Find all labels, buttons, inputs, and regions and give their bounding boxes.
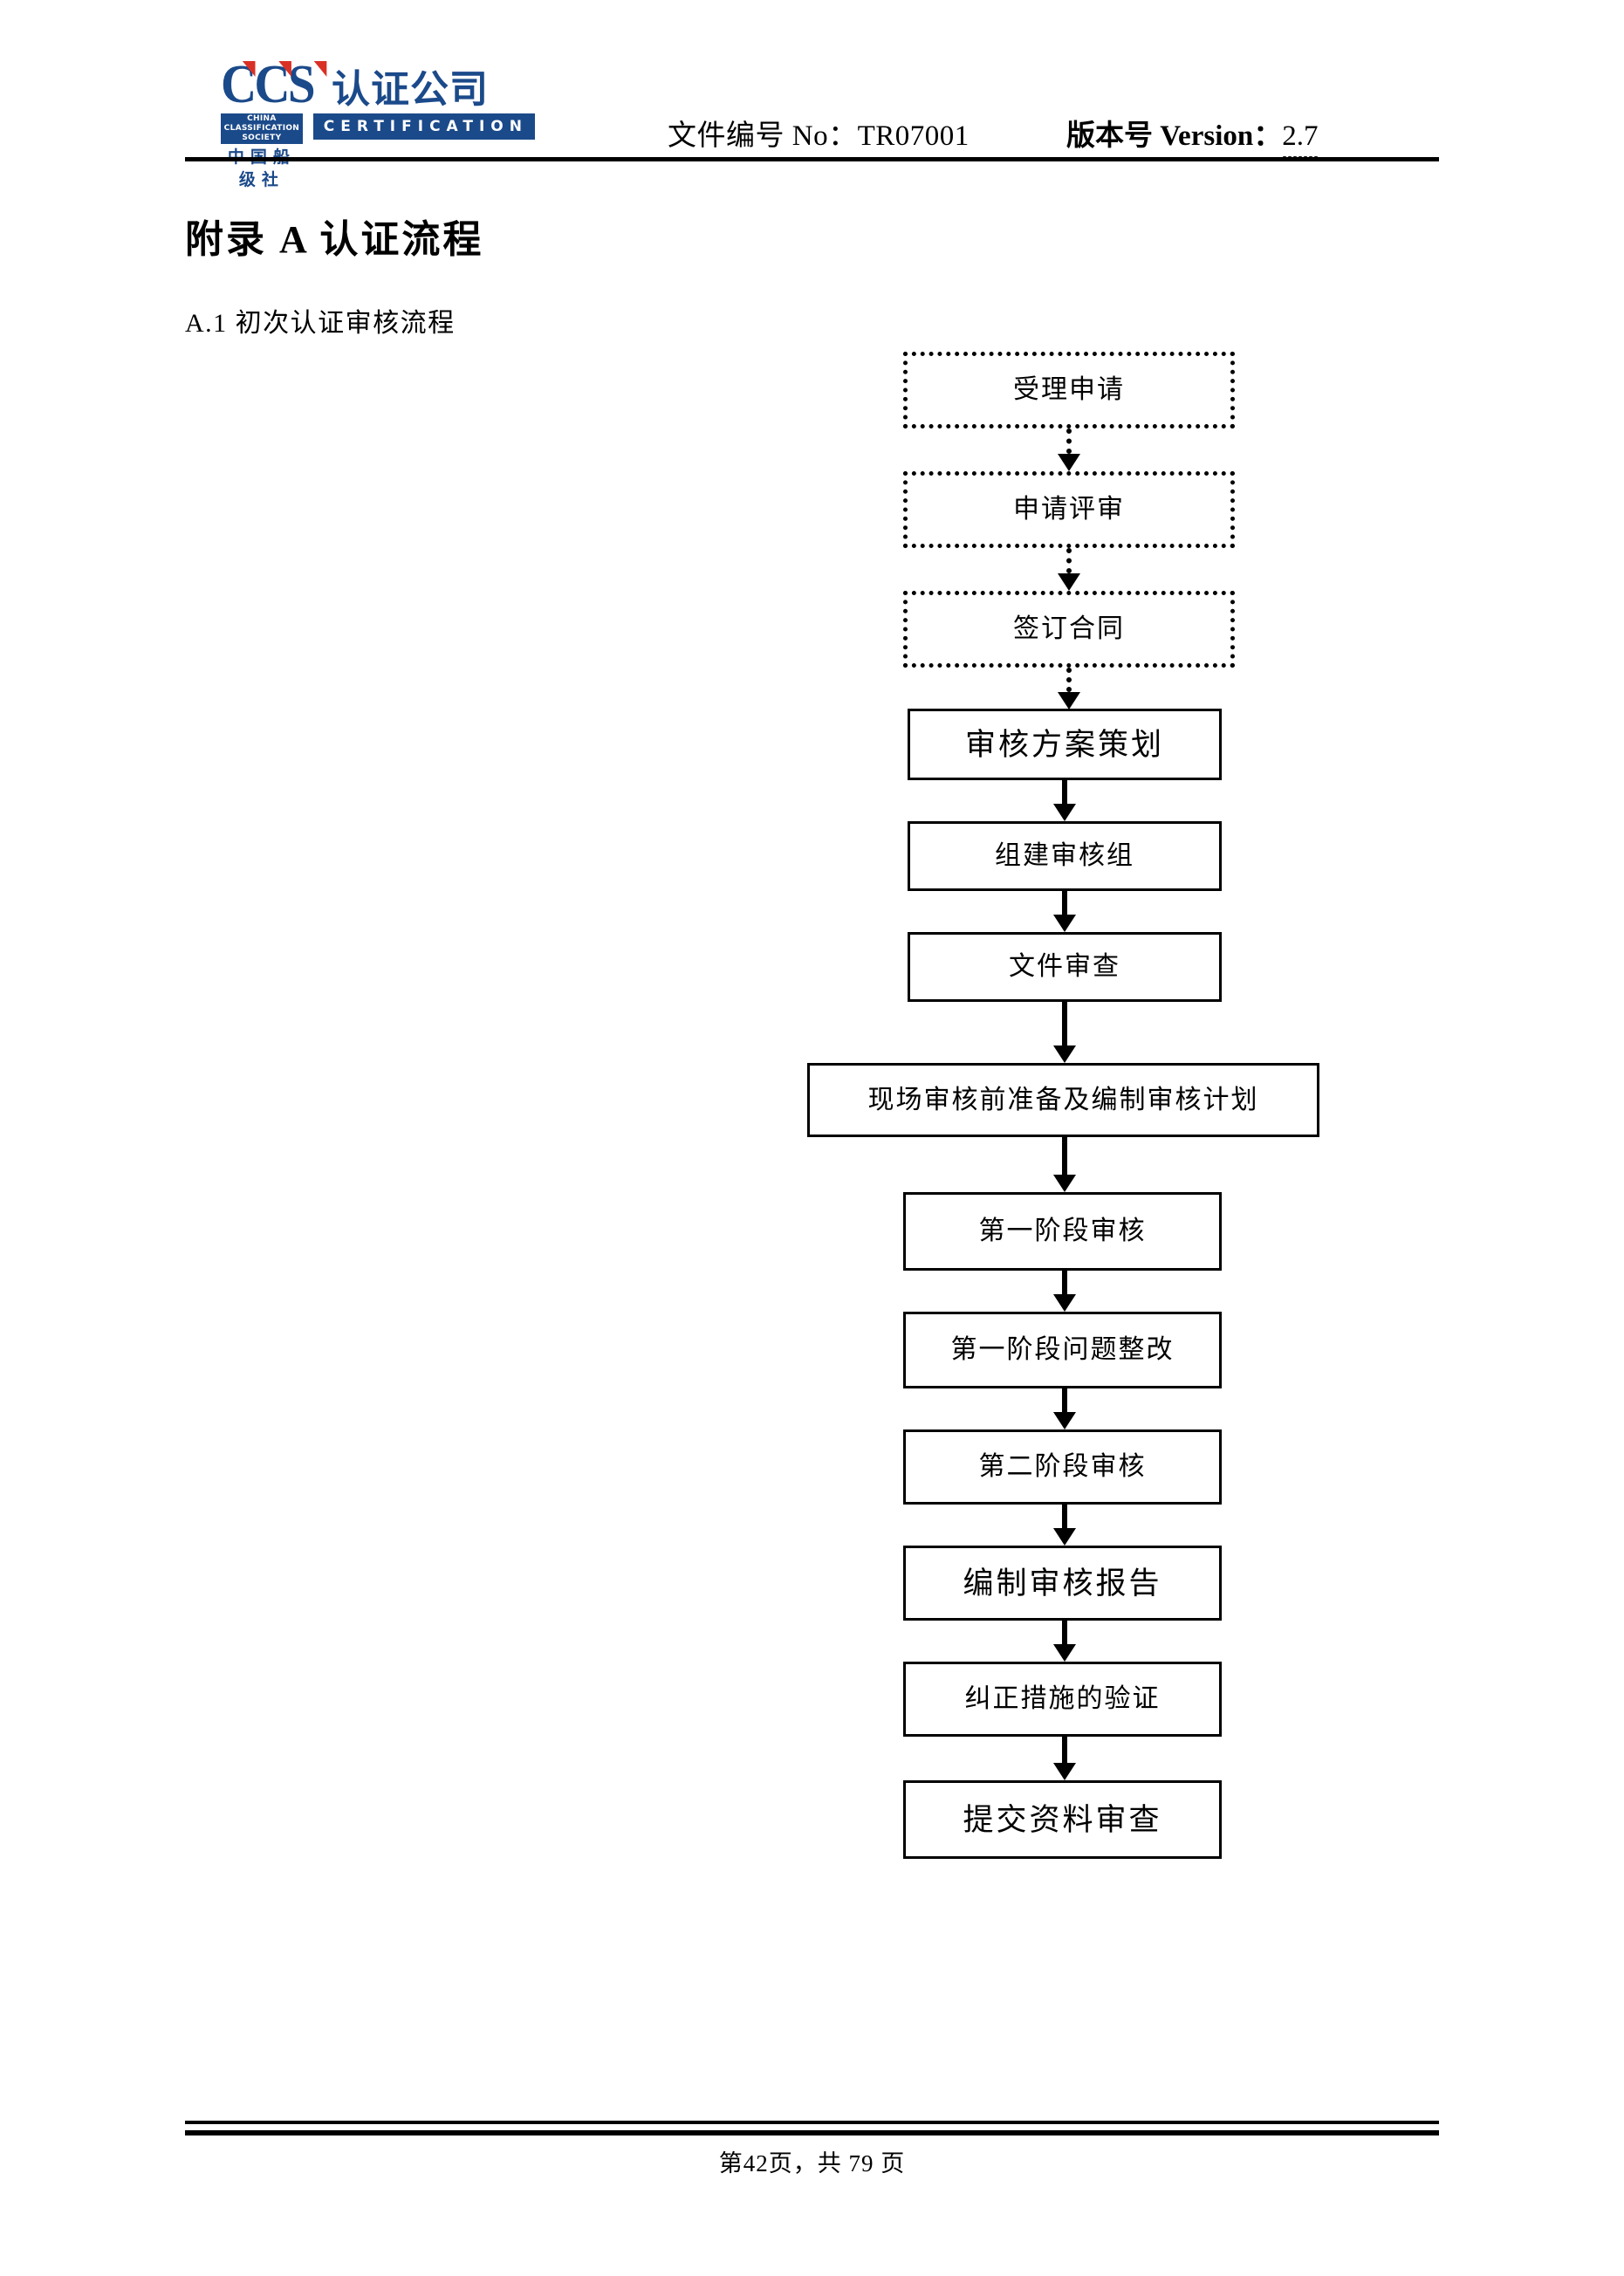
flow-node-label: 受理申请 — [1013, 375, 1125, 404]
ccs-wordmark: CCS — [221, 58, 327, 112]
flow-node-label: 文件审查 — [1009, 952, 1120, 981]
flow-node-n12[interactable]: 纠正措施的验证 — [903, 1662, 1222, 1737]
logo-company-cn: 认证公司 — [332, 67, 490, 112]
version-label: 版本号 Version： — [1066, 120, 1283, 152]
header-divider — [185, 157, 1439, 161]
flow-node-label: 编制审核报告 — [963, 1566, 1162, 1601]
flow-arrow-n2-n3 — [1058, 548, 1080, 591]
flow-node-label: 组建审核组 — [995, 841, 1134, 870]
flow-node-n9[interactable]: 第一阶段问题整改 — [903, 1312, 1222, 1388]
page-header: CCS 认证公司 CHINA CLASSIFICATION SOCIETY 中国… — [0, 0, 1624, 189]
flow-node-n5[interactable]: 组建审核组 — [908, 821, 1222, 891]
flow-arrow-n5-n6 — [1053, 891, 1076, 932]
flow-node-n11[interactable]: 编制审核报告 — [903, 1546, 1222, 1621]
flow-arrow-n11-n12 — [1053, 1621, 1076, 1662]
flow-node-label: 现场审核前准备及编制审核计划 — [867, 1085, 1259, 1114]
version-value-wrap: 2.7 — [1282, 120, 1319, 160]
flow-node-label: 申请评审 — [1013, 495, 1125, 524]
page-title: 附录 A 认证流程 — [185, 218, 484, 261]
flow-node-n1[interactable]: 受理申请 — [903, 352, 1235, 428]
flow-node-n8[interactable]: 第一阶段审核 — [903, 1192, 1222, 1271]
footer-divider-top — [185, 2121, 1439, 2124]
wavy-underline — [1282, 154, 1319, 160]
flow-node-n3[interactable]: 签订合同 — [903, 591, 1235, 668]
flow-node-label: 第二阶段审核 — [978, 1452, 1147, 1481]
flow-arrow-n3-n4 — [1058, 668, 1080, 710]
flow-arrow-n7-n8 — [1053, 1137, 1076, 1192]
flow-arrow-n9-n10 — [1053, 1388, 1076, 1429]
page-number: 第42页，共 79 页 — [718, 2150, 906, 2177]
footer-divider-bottom — [185, 2130, 1439, 2135]
ccs-logo: CCS 认证公司 CHINA CLASSIFICATION SOCIETY 中国… — [221, 54, 535, 189]
flow-node-n6[interactable]: 文件审查 — [908, 932, 1222, 1002]
flow-arrow-n4-n5 — [1053, 780, 1076, 821]
document-number: 文件编号 No：TR07001 — [668, 120, 970, 152]
flow-node-label: 提交资料审查 — [963, 1802, 1162, 1837]
flow-node-label: 签订合同 — [1013, 614, 1125, 643]
flow-node-n10[interactable]: 第二阶段审核 — [903, 1429, 1222, 1505]
flow-arrow-n8-n9 — [1053, 1271, 1076, 1312]
flow-node-n4[interactable]: 审核方案策划 — [908, 709, 1222, 780]
version-value: 2.7 — [1282, 120, 1319, 152]
flow-node-n2[interactable]: 申请评审 — [903, 471, 1235, 548]
logo-top-row: CCS 认证公司 — [221, 54, 535, 112]
logo-society-block: CHINA CLASSIFICATION SOCIETY 中国船级社 — [221, 113, 303, 191]
flow-node-n7[interactable]: 现场审核前准备及编制审核计划 — [807, 1063, 1319, 1137]
society-en-banner: CHINA CLASSIFICATION SOCIETY — [221, 113, 303, 144]
logo-bottom-row: CHINA CLASSIFICATION SOCIETY 中国船级社 CERTI… — [221, 113, 535, 191]
flow-arrow-n1-n2 — [1058, 428, 1080, 471]
flow-arrow-n6-n7 — [1053, 1002, 1076, 1063]
flow-node-label: 审核方案策划 — [964, 727, 1164, 762]
document-version: 版本号 Version：2.7 — [1066, 112, 1319, 160]
flow-node-n13[interactable]: 提交资料审查 — [903, 1780, 1222, 1859]
flow-arrow-n10-n11 — [1053, 1505, 1076, 1546]
flow-node-label: 纠正措施的验证 — [964, 1684, 1161, 1713]
section-heading: A.1 初次认证审核流程 — [185, 309, 456, 338]
flow-node-label: 第一阶段问题整改 — [950, 1335, 1175, 1364]
flow-node-label: 第一阶段审核 — [978, 1217, 1147, 1245]
flow-arrow-n12-n13 — [1053, 1737, 1076, 1780]
certification-banner: CERTIFICATION — [312, 113, 535, 140]
